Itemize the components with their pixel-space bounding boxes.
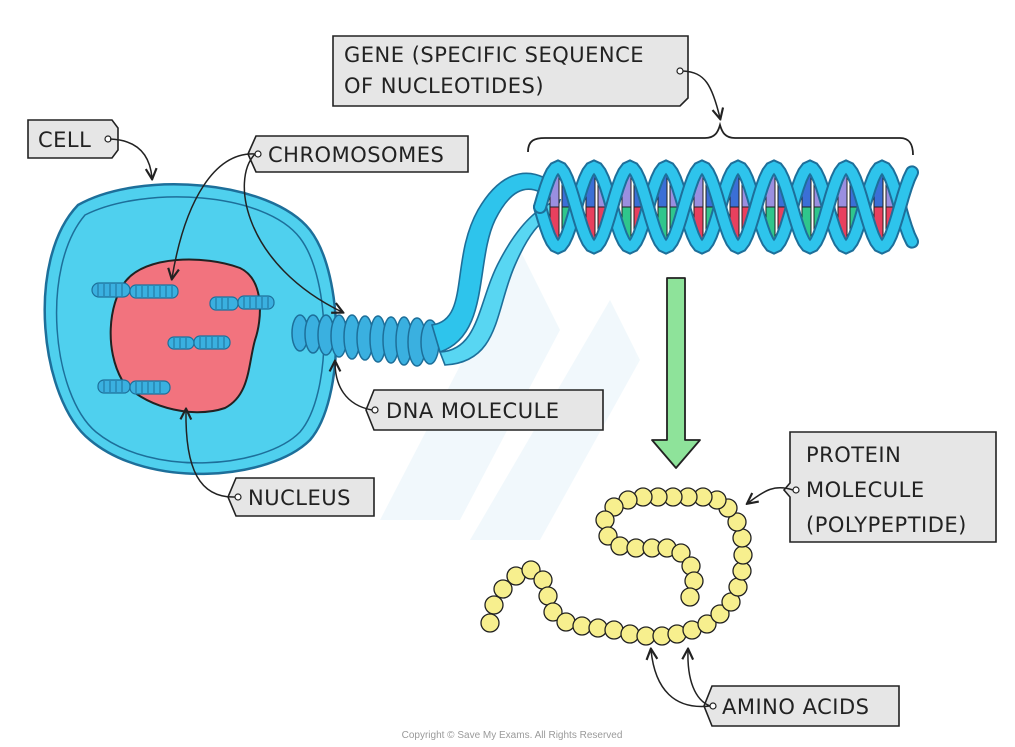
protein-pointer: [748, 486, 794, 503]
nucleus-label: NUCLEUS: [248, 486, 351, 510]
pointer-arrows: [109, 70, 794, 708]
amino-acid: [728, 577, 748, 597]
amino-acid: [732, 528, 752, 548]
amino-acid: [480, 613, 500, 633]
amino-acid: [538, 586, 558, 606]
dna-strand-b: [535, 161, 917, 253]
chromosome-stripes: [97, 284, 269, 393]
dna-double-helix: [533, 159, 919, 255]
chromosome-4: [97, 379, 171, 395]
protein-label-line2: MOLECULE: [806, 478, 925, 502]
cell-pointer: [109, 138, 152, 178]
label-nucleus: NUCLEUS: [227, 477, 375, 517]
amino-acid: [710, 604, 730, 624]
amino-acid: [697, 614, 717, 634]
copyright-text: Copyright © Save My Exams. All Rights Re…: [402, 730, 623, 741]
amino-acid: [732, 561, 752, 581]
chromosomes-pointer-a: [172, 153, 256, 278]
amino-acid: [588, 618, 608, 638]
label-gene: GENE (SPECIFIC SEQUENCE OF NUCLEOTIDES): [332, 35, 689, 107]
gene-brace: [527, 121, 914, 156]
dna-molecule-label: DNA MOLECULE: [386, 399, 560, 423]
dna-pointer: [335, 362, 373, 411]
nucleus-pointer: [186, 410, 236, 498]
dna-strand-a: [535, 161, 917, 253]
amino-acid: [620, 624, 640, 644]
label-protein: PROTEIN MOLECULE (POLYPEPTIDE): [782, 431, 997, 543]
protein-label-line1: PROTEIN: [806, 443, 901, 467]
gene-pointer: [682, 70, 720, 118]
protein-label-line3: (POLYPEPTIDE): [806, 513, 967, 537]
amino-acid: [671, 543, 691, 563]
amino-acid: [680, 587, 700, 607]
label-chromosomes: CHROMOSOMES: [247, 135, 469, 173]
amino-acid: [610, 536, 630, 556]
amino-acid: [733, 545, 753, 565]
chromosomes-label: CHROMOSOMES: [268, 143, 444, 167]
chromosome-1: [91, 282, 179, 299]
chromosomes-pointer-b: [243, 153, 342, 312]
amino-acid: [684, 571, 704, 591]
amino-acid: [572, 616, 592, 636]
cell-label: CELL: [38, 128, 91, 152]
amino-acid: [556, 612, 576, 632]
label-amino-acids: AMINO ACIDS: [703, 685, 900, 727]
amino-acid: [636, 626, 656, 646]
process-arrow: [651, 277, 701, 469]
gene-label-line1: GENE (SPECIFIC SEQUENCE: [344, 43, 644, 67]
amino-acid: [484, 595, 504, 615]
amino-acids-label: AMINO ACIDS: [722, 695, 869, 719]
chromosome-2: [209, 295, 275, 311]
label-cell: CELL: [27, 119, 119, 159]
polypeptide-chain: [480, 487, 753, 646]
gene-label-line2: OF NUCLEOTIDES): [344, 74, 544, 98]
amino-acid: [727, 512, 747, 532]
amino-acid: [533, 570, 553, 590]
amino-acid: [595, 510, 615, 530]
amino-pointer-a: [651, 650, 711, 708]
amino-acid: [604, 620, 624, 640]
amino-acid: [493, 579, 513, 599]
chromosome-3: [167, 335, 231, 350]
label-dna-molecule: DNA MOLECULE: [365, 389, 604, 431]
amino-acid: [543, 602, 563, 622]
amino-acid: [626, 538, 646, 558]
amino-pointer-b: [688, 650, 711, 707]
